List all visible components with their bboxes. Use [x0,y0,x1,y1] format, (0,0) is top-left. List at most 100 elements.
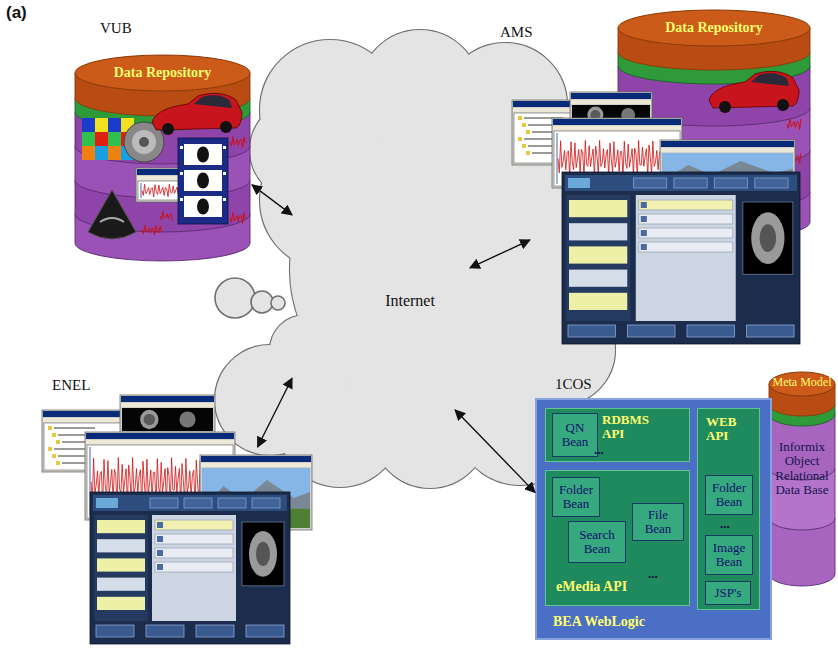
app-top-bar [565,175,797,191]
window-frame [552,118,682,188]
app-result-row [639,242,733,252]
text-holder: ... [648,567,658,581]
data-repository-cylinder-outline [495,8,812,240]
window-frame [42,410,137,472]
cylinder-cap [75,55,250,91]
window-title-bar [201,456,311,462]
window-frame [85,432,235,520]
figure-panel-label: (a) [6,4,27,23]
film-figure [197,173,209,189]
media-collage [709,71,801,163]
site-label: VUB [100,20,132,37]
photo-mountains [202,480,310,510]
photo-sky [662,153,793,193]
app-tab [150,498,178,508]
cylinder-shape [618,10,810,240]
text-holder: Data Repository [618,20,810,35]
tree-icon [522,144,526,148]
scan-image [587,107,603,124]
data-repository-cylinder: AMS Data Repository [495,8,812,240]
app-tab [184,498,212,508]
cloud-bubble [271,296,285,310]
network-link-arrow [258,378,292,447]
api-label: eMedia API [556,579,627,594]
tree-icon [526,130,530,134]
app-button [628,325,676,337]
cloud-fill [290,130,570,410]
cloud-bubble [215,278,255,318]
app-result-icon [157,564,163,570]
app-button [96,625,134,637]
scan-image [144,414,156,426]
text-holder: (a) [6,4,27,23]
bean-box: Search Bean [568,521,626,563]
database-label: Informix Object Relational Data Base [770,440,834,497]
text-holder: ... [720,517,730,531]
window-menu-bar [201,463,311,467]
plot-axis [90,447,91,516]
cylinder-cap [618,10,810,46]
app-result-row [639,200,733,210]
app-tab [633,178,666,188]
photo-ground [202,509,310,528]
app-frame [90,492,290,644]
signal-wave [787,153,801,164]
scan-image [621,108,635,122]
cylinder-shape [75,55,250,261]
photo-lake [708,183,760,189]
heat-map-cell [82,132,95,146]
app-side-field [97,578,145,591]
enel-screenshots [42,395,312,644]
window-screenshot [85,432,235,520]
bean-label: Search Bean [571,528,623,555]
text-holder: BEA WebLogic [553,614,645,629]
photo-lake [240,513,283,521]
text-holder: 1COS [555,376,592,393]
window-screenshot [570,92,652,127]
window-title-bar [553,119,681,125]
tree-row [62,441,103,443]
text-holder: ENEL [52,377,90,394]
film-hole [223,198,226,201]
window-menu-bar [121,403,214,407]
app-button [146,625,184,637]
app-tab [714,178,747,188]
film-figure [197,199,209,215]
window-frame [570,92,652,127]
tree-icon [52,433,56,437]
bean-box: Folder Bean [705,475,753,515]
tree-row [54,448,95,450]
app-button [246,625,284,637]
car-wheel [719,101,731,113]
ellipsis-mark: ... [648,567,658,581]
database-title: Meta Model [770,376,834,389]
window-title-bar [513,101,601,107]
film-hole [180,172,183,175]
app-top-bar [93,495,287,511]
media-collage [82,93,245,239]
app-side-panel [566,195,630,321]
app-preview-scan [751,212,784,264]
app-result-row [639,214,733,224]
tree-icon [522,123,526,127]
window-menu-bar [661,148,794,152]
retrieval-app-screenshot [562,172,800,344]
text-holder: eMedia API [556,579,627,594]
heat-map-cell [82,146,95,160]
app-side-field [569,223,627,240]
window-menu-bar [553,126,681,130]
app-button [747,325,795,337]
data-repository-cylinder: VUBData Repository [70,18,252,262]
app-result-row [155,520,233,530]
ams-screenshots [512,92,800,344]
app-result-icon [641,244,647,250]
image-area [122,408,213,431]
app-side-field [569,200,627,217]
film-frame [184,144,222,165]
text-holder: AMS [500,24,533,41]
text-holder: Informix Object Relational Data Base [770,440,834,497]
window-menu-bar [513,108,601,112]
api-label: WEB API [706,415,750,444]
